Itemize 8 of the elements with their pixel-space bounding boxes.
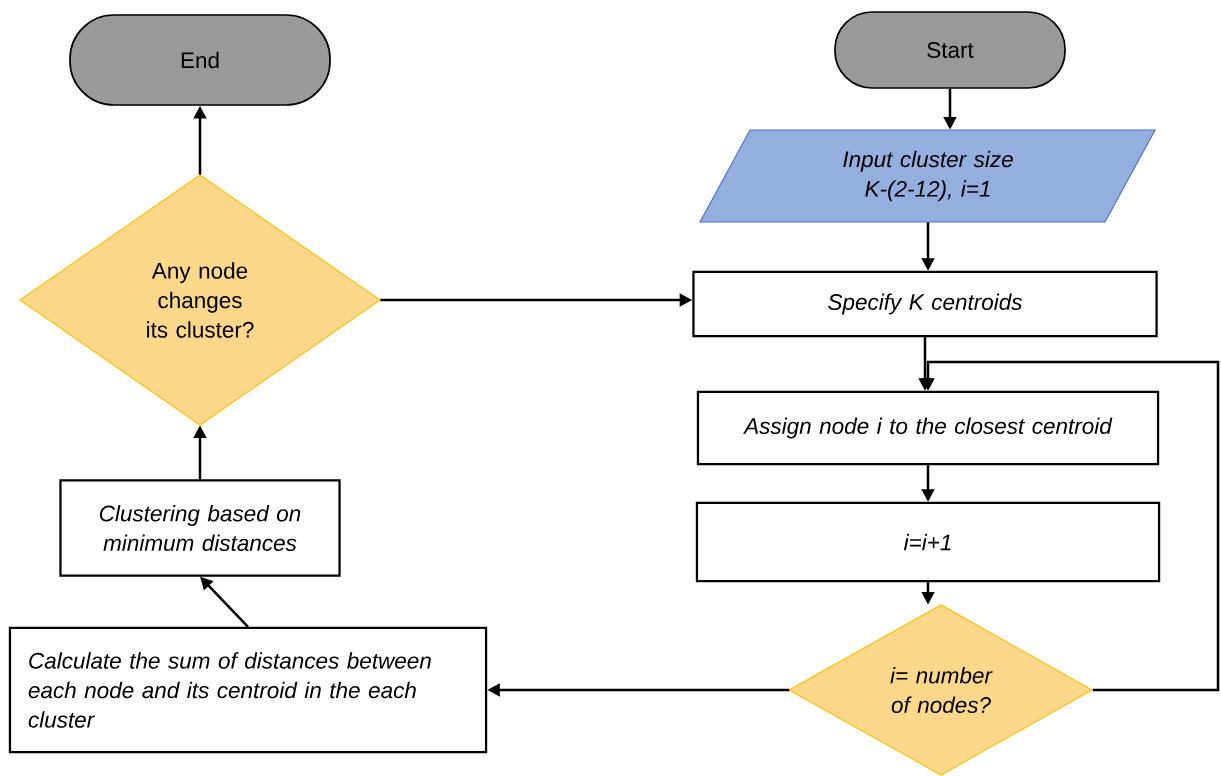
process-box: Clustering based on minimum distances <box>59 479 341 577</box>
process-box: Assign node i to the closest centroid <box>696 390 1160 466</box>
input-parallelogram: Input cluster size K-(2-12), i=1 <box>699 129 1156 223</box>
terminal-box: Start <box>834 11 1066 89</box>
process-box: i=i+1 <box>695 501 1161 583</box>
process-box: Calculate the sum of distances between each node and its centroid in the each cluster <box>8 626 488 754</box>
terminal-box: End <box>69 14 331 106</box>
process-box: Specify K centroids <box>692 270 1158 338</box>
